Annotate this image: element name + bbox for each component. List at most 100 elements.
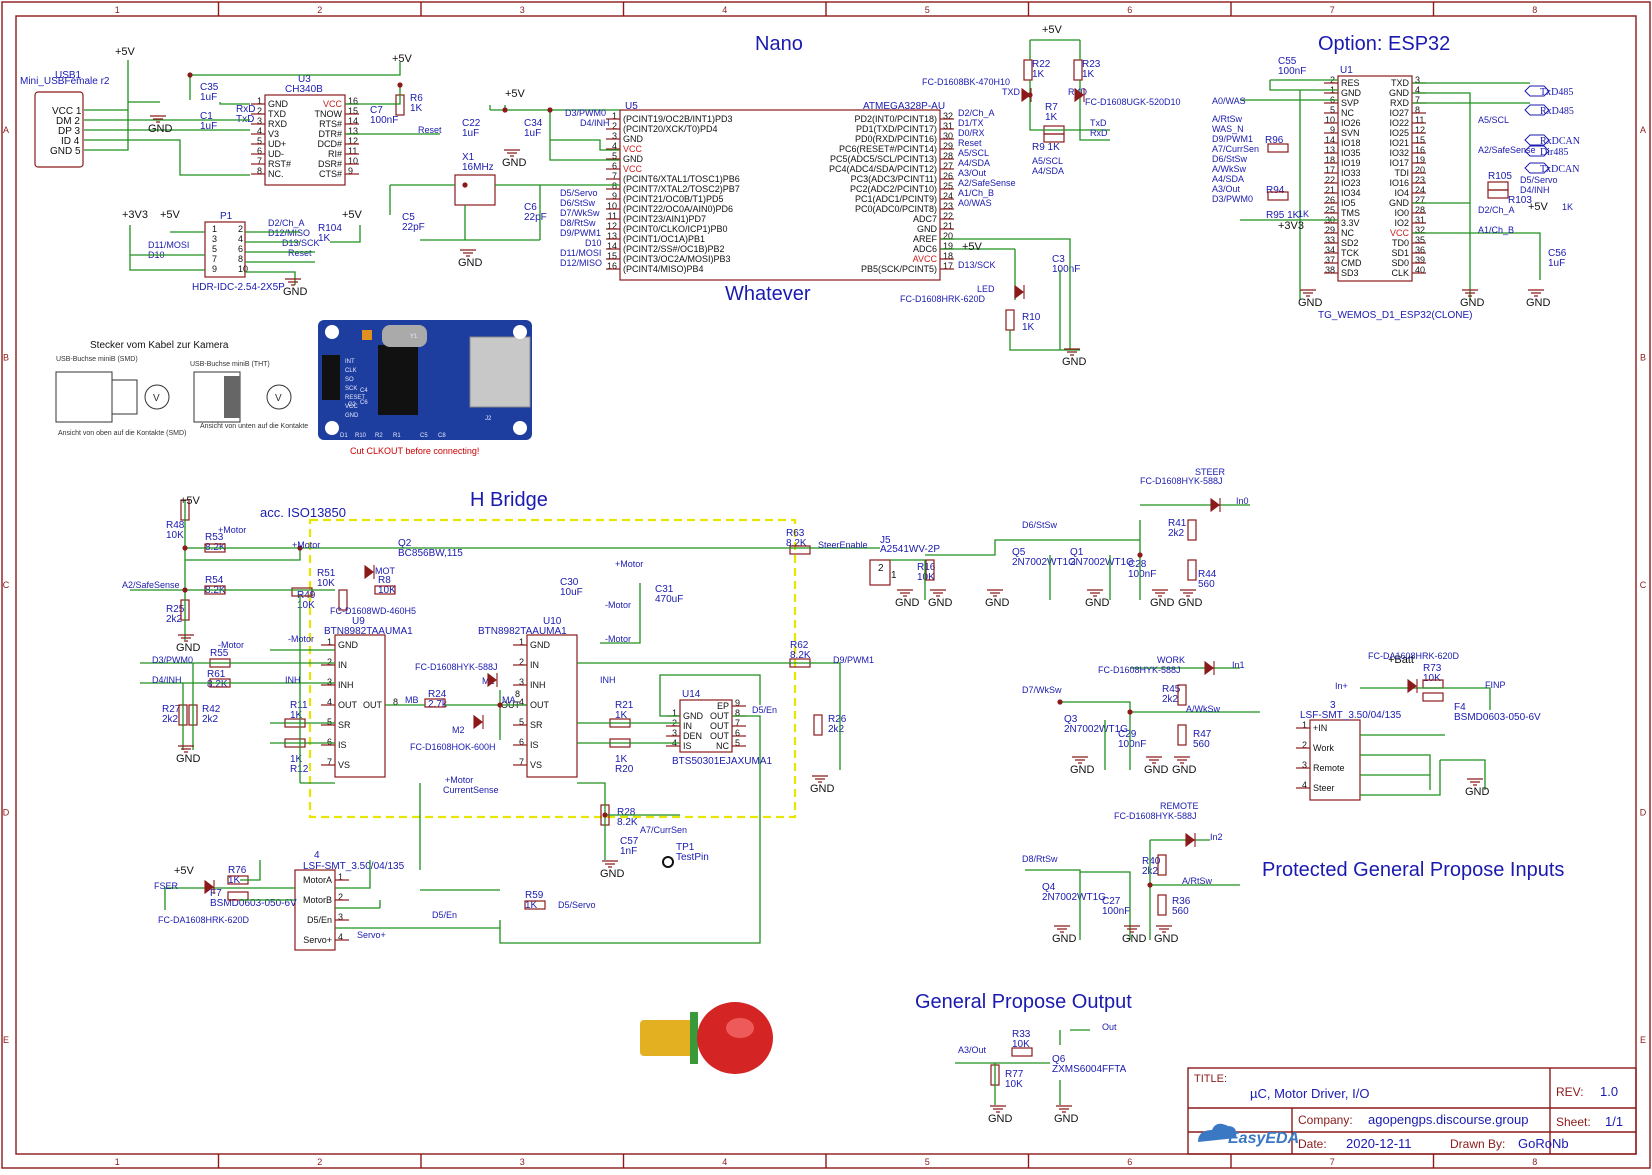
u3-left-pinnum-4: 5: [257, 136, 262, 146]
u10-btn8982: U10 BTN8982TAAUMA1 GND1IN2INH3OUT4SR5IS6…: [478, 616, 578, 778]
net-gnd-29: GND: [1150, 597, 1175, 609]
u10-pin-1: IN: [530, 660, 539, 670]
u5-left-pin-10: (PCINT23/AIN1)PD7: [623, 214, 706, 224]
grid-col-bottom-2: 2: [317, 1157, 322, 1167]
net-gnd-24: GND: [600, 868, 625, 880]
module-label-6: J2: [485, 416, 492, 422]
net-motor_n-44: -Motor: [218, 640, 244, 650]
u1-right-pinnum-18: 39: [1415, 255, 1425, 265]
u1-left-pin-4: IO26: [1341, 118, 1361, 128]
c4-pin-0: MotorA: [303, 875, 332, 885]
u3-right-pinnum-6: 10: [348, 156, 358, 166]
u3-right-pin-6: DSR#: [318, 159, 342, 169]
led-remote: REMOTE: [1160, 801, 1199, 811]
net-in0-65: In0: [1236, 496, 1249, 506]
led-symbol-10: [204, 879, 215, 895]
u1-net-left-1: A/RtSw: [1212, 114, 1243, 124]
u5-right-pin-2: PD0(RXD/PCINT16): [855, 134, 937, 144]
u5-right-pinnum-5: 27: [943, 161, 953, 171]
u5-left-pin-6: (PCINT6/XTAL1/TOSC1)PB6: [623, 174, 740, 184]
u1-right-pin-10: IO16: [1389, 178, 1409, 188]
module-label-15: RESET: [345, 395, 365, 401]
title-value: µC, Motor Driver, I/O: [1250, 1086, 1369, 1101]
p1-header: P1 HDR-IDC-2.54-2X5P 13579246810D2/Ch_AD…: [148, 211, 320, 293]
p1-ref: P1: [220, 211, 233, 222]
port-label-0: TxD485: [1540, 87, 1573, 98]
net-gnd-20: GND: [1526, 297, 1551, 309]
u14-right-pin-4: NC: [716, 741, 729, 751]
u3-value: CH340B: [285, 84, 323, 95]
net-motor_p-43: +Motor: [445, 775, 473, 785]
u14-left-pin-1: IN: [683, 721, 692, 731]
testpin-tp1[interactable]: [662, 856, 674, 868]
u1-left-pinnum-4: 10: [1325, 115, 1335, 125]
u5-left-pinnum-14: 15: [607, 251, 617, 261]
u5-left-pinnum-15: 16: [607, 261, 617, 271]
net-txd-74: TxD: [1090, 118, 1107, 128]
u3-left-pin-3: V3: [268, 129, 279, 139]
u5-right-pinnum-14: 18: [943, 251, 953, 261]
wire-5: [1029, 39, 1110, 141]
net-gnd-19: GND: [1460, 297, 1485, 309]
led-part-work: FC-D1608HYK-588J: [1098, 665, 1181, 675]
grid-row-right-D: D: [1640, 808, 1647, 818]
usb-connector: USB1 Mini_USBFemale r2 VCC 1 DM 2 DP 3 I…: [20, 70, 110, 168]
u1-right-pinnum-9: 20: [1415, 165, 1425, 175]
u5-left-pin-12: (PCINT1/OC1A)PB1: [623, 234, 705, 244]
u3-left-pinnum-6: 7: [257, 156, 262, 166]
u5-right-pinnum-4: 28: [943, 151, 953, 161]
rev-label: REV:: [1556, 1085, 1584, 1099]
cable-note: Stecker vom Kabel zur Kamera: [90, 340, 229, 351]
junction-7: [182, 545, 188, 551]
u1-left-pin-15: NC: [1341, 228, 1354, 238]
u5-net-right-6: A3/Out: [958, 168, 987, 178]
wire-12: [499, 662, 841, 944]
net-steer_en-48: SteerEnable: [818, 540, 868, 550]
u5-right-pinnum-11: 21: [943, 221, 953, 231]
u1-net-left-4: A7/CurrSen: [1212, 144, 1259, 154]
net-gnd-39: GND: [1054, 1113, 1079, 1125]
grid-row-right-C: C: [1640, 580, 1647, 590]
u1-left-pin-5: SVN: [1341, 128, 1360, 138]
u1-left-pin-18: CMD: [1341, 258, 1362, 268]
u5-net-left-6: D9/PWM1: [560, 228, 601, 238]
u1-value: TG_WEMOS_D1_ESP32(CLONE): [1318, 310, 1473, 321]
wire-1: [189, 62, 440, 135]
resistor-body-8: [1487, 181, 1509, 191]
usb-pin-5: GND 5: [50, 146, 81, 157]
net-inp-68: In+: [1335, 681, 1348, 691]
u9-pin-4: SR: [338, 720, 351, 730]
u9-pin-3: OUT: [338, 700, 358, 710]
drawn-label: Drawn By:: [1450, 1137, 1505, 1151]
u14-right-pinnum-3: 6: [735, 728, 740, 738]
led-part-led: FC-D1608HRK-620D: [900, 294, 986, 304]
net-pwm0-50: D3/PWM0: [152, 655, 193, 665]
grid-row-D: D: [3, 808, 10, 818]
c3-pinnum-3: 4: [1302, 780, 1307, 790]
module-label-0: D1: [340, 433, 348, 439]
u5-left-pinnum-1: 2: [612, 121, 617, 131]
u5-net-right-1: D1/TX: [958, 118, 984, 128]
u5-left-pinnum-4: 5: [612, 151, 617, 161]
led-part-rxd: FC-D1608UGK-520D10: [1085, 97, 1181, 107]
led-work: WORK: [1157, 655, 1185, 665]
u14-right-pin-2: OUT: [710, 721, 730, 731]
wire-14: [890, 504, 1250, 600]
usb-tht-note: USB-Buchse miniB (THT): [190, 361, 270, 368]
u10-value: BTN8982TAAUMA1: [478, 626, 567, 637]
u5-value: ATMEGA328P-AU: [863, 101, 945, 112]
junction-3: [502, 107, 508, 113]
u1-right-pin-3: IO27: [1389, 108, 1409, 118]
u5-right-pinnum-7: 25: [943, 181, 953, 191]
net-curr_sense-55: CurrentSense: [443, 785, 499, 795]
u3-right-pinnum-5: 11: [348, 146, 357, 156]
